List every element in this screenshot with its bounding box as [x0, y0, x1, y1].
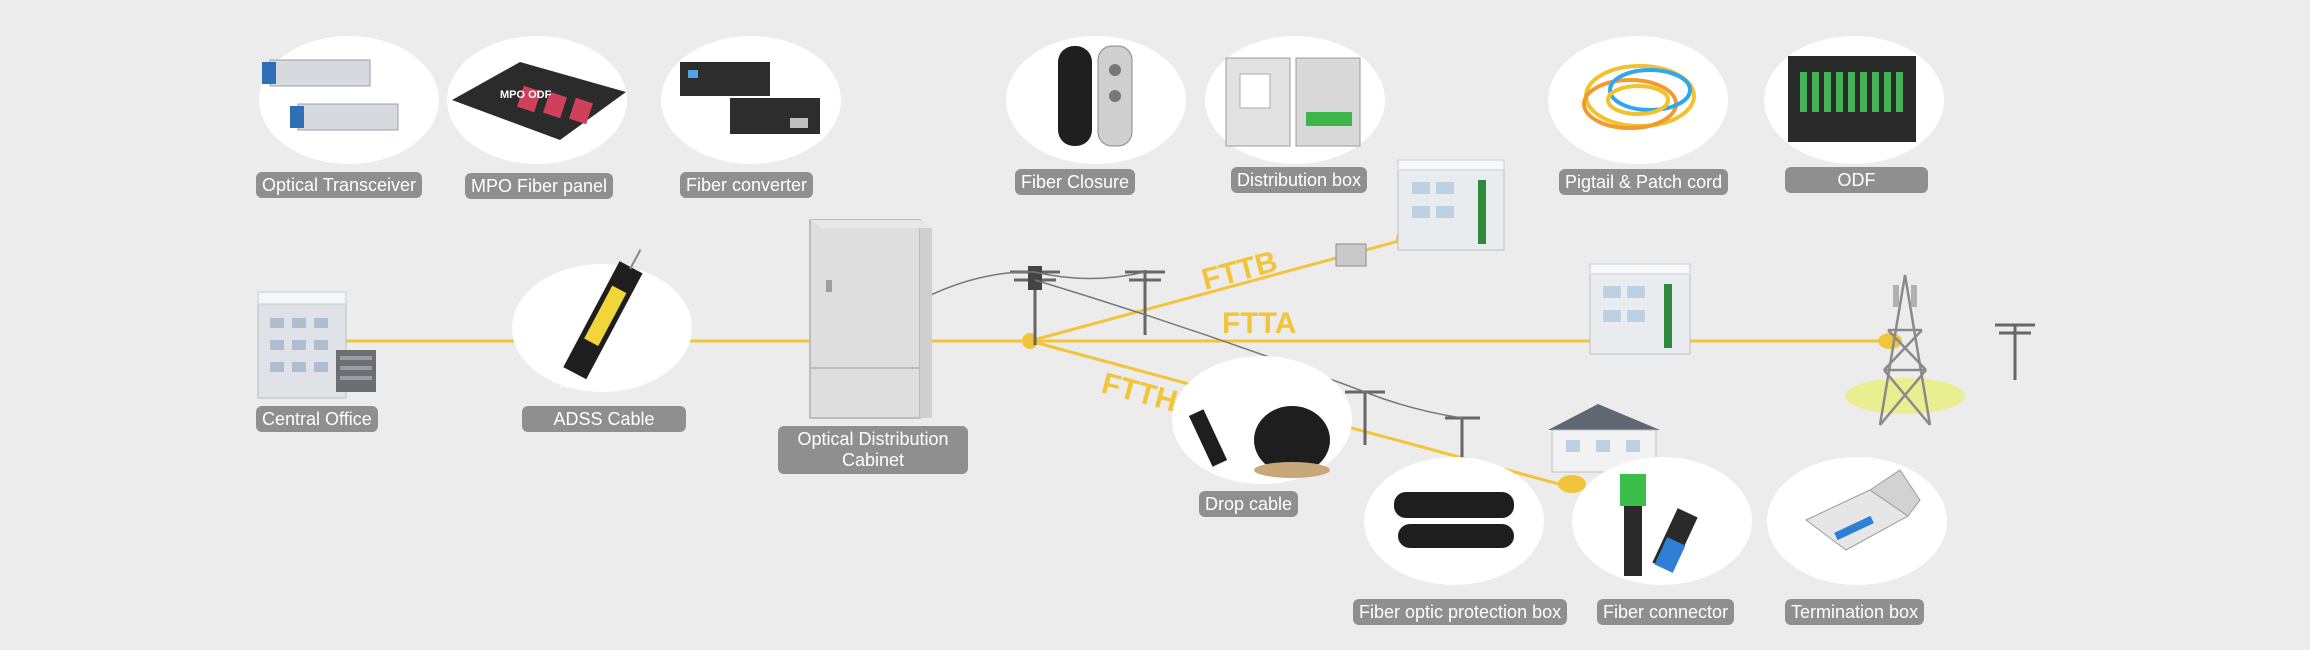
ftth-label: FTTH	[1098, 367, 1181, 419]
central-office-building	[257, 291, 376, 399]
pigtail-patch-cord-image	[1548, 36, 1728, 164]
mpo-odf-print: MPO ODF	[500, 89, 552, 101]
ftta-label: FTTA	[1222, 307, 1296, 340]
optical-transceiver-image	[259, 36, 439, 164]
fiber-converter-image	[661, 36, 841, 164]
fiber-connector-label: Fiber connector	[1597, 599, 1735, 625]
wall-distribution-box	[1335, 243, 1367, 267]
fttb-building	[1397, 159, 1505, 251]
distribution-box-label: Distribution box	[1231, 167, 1368, 193]
utility-pole-4	[1445, 416, 1480, 458]
fiber-closure-label: Fiber Closure	[1015, 169, 1136, 195]
utility-pole-2	[1125, 270, 1165, 335]
fttb-label: FTTB	[1198, 245, 1281, 297]
termination-box-label: Termination box	[1785, 599, 1925, 625]
antenna-tower	[1845, 274, 1965, 426]
odf-image	[1764, 36, 1944, 164]
fiber-closure-image	[1006, 36, 1186, 164]
drop-cable-image	[1172, 356, 1352, 484]
adss-cable-label: ADSS Cable	[522, 406, 686, 432]
ftth-end-node	[1558, 475, 1586, 493]
fiber-optic-protection-box-label: Fiber optic protection box	[1353, 599, 1568, 625]
pigtail-patch-cord-label: Pigtail & Patch cord	[1559, 169, 1729, 195]
mpo-fiber-panel-label: MPO Fiber panel	[465, 173, 614, 199]
ftta-building	[1589, 263, 1691, 355]
distribution-box-image	[1205, 36, 1385, 164]
fiber-converter-label: Fiber converter	[680, 172, 814, 198]
utility-pole-5	[1995, 323, 2035, 380]
termination-box-image	[1767, 457, 1947, 585]
utility-pole-1	[1010, 266, 1060, 345]
optical-distribution-cabinet-label: Optical Distribution Cabinet	[778, 426, 968, 474]
fiber-optic-protection-box-image	[1364, 457, 1544, 585]
adss-print: ADSS	[560, 379, 591, 391]
optical-transceiver-label: Optical Transceiver	[256, 172, 423, 198]
mpo-fiber-panel-image: MPO ODF	[447, 36, 627, 164]
odf-label: ODF	[1785, 167, 1928, 193]
drop-cable-label: Drop cable	[1199, 491, 1299, 517]
optical-distribution-cabinet-image	[809, 219, 932, 419]
adss-cable-image: ADSS	[512, 249, 692, 392]
fiber-connector-image	[1572, 457, 1752, 585]
central-office-label: Central Office	[256, 406, 378, 432]
